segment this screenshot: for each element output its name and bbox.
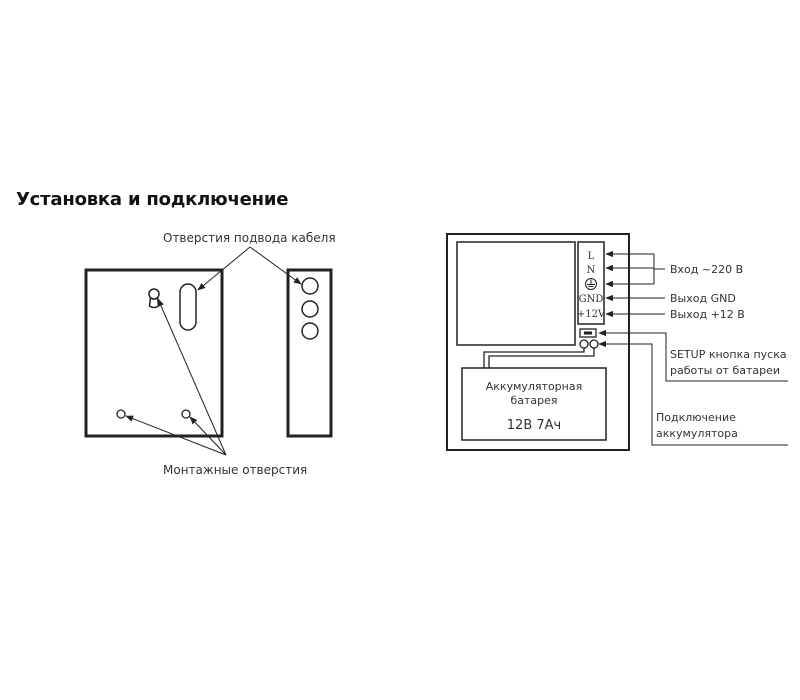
battery-label-line1: Аккумуляторная [486, 380, 582, 393]
cable-knockout-1 [301, 277, 319, 295]
terminal-l: L [588, 251, 595, 262]
arrow-to-keyhole [157, 298, 227, 456]
cable-knockout-3 [301, 322, 319, 340]
output-gnd-label: Выход GND [670, 292, 736, 305]
cable-holes-label: Отверстия подвода кабеля [163, 231, 336, 245]
battery-lead-1 [483, 348, 585, 368]
input-label: Вход ~220 В [670, 263, 743, 276]
terminal-n: N [587, 265, 596, 276]
setup-button [579, 328, 597, 338]
keyhole-mounting-hole [148, 288, 160, 309]
enclosure-side-view [286, 268, 333, 438]
enclosure-front-view [84, 268, 224, 438]
setup-label-line2: работы от батареи [670, 364, 780, 377]
terminal-gnd: GND [579, 294, 604, 305]
battery-spec: 12В 7Ач [507, 418, 561, 433]
battery-lead-2 [488, 348, 595, 368]
psu-housing [446, 233, 630, 451]
terminal-plus12: +12V [577, 309, 606, 320]
battery-conn-label-line1: Подключение [656, 411, 736, 424]
battery-connector-pin-1 [579, 339, 589, 349]
wiring-diagram: L N GND +12V Аккумуляторная батарея 12В … [446, 233, 788, 451]
battery-conn-leader [598, 340, 788, 446]
cable-entry-slot [179, 283, 197, 331]
arrow-to-left-hole [125, 415, 227, 456]
output-12-label: Выход +12 В [670, 308, 745, 321]
setup-leader [598, 329, 788, 382]
mounting-diagram: Отверстия подвода кабеля Монтажные отвер… [84, 231, 336, 477]
psu-board [456, 241, 576, 346]
ground-icon [585, 278, 597, 290]
cable-knockout-2 [301, 300, 319, 318]
mounting-hole-right [181, 409, 191, 419]
page-title: Установка и подключение [16, 189, 289, 210]
mounting-holes-label: Монтажные отверстия [163, 463, 307, 477]
battery [461, 367, 607, 441]
battery-label-line2: батарея [510, 394, 557, 407]
mounting-hole-left [116, 409, 126, 419]
battery-connector-pin-2 [589, 339, 599, 349]
battery-conn-label-line2: аккумулятора [656, 427, 738, 440]
arrow-to-right-hole [189, 416, 227, 456]
arrow-to-knockout [249, 246, 302, 285]
terminal-block [577, 241, 605, 325]
setup-label-line1: SETUP кнопка пуска [670, 348, 787, 361]
arrow-to-slot [197, 246, 251, 291]
